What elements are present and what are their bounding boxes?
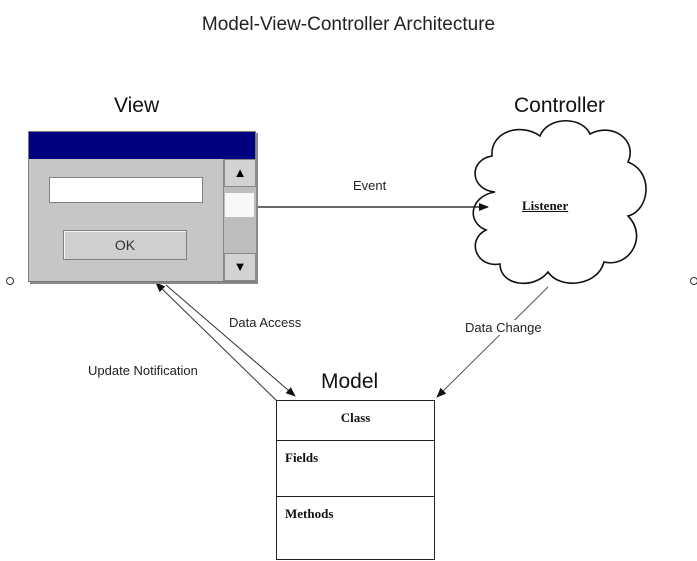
diagram-title: Model-View-Controller Architecture bbox=[0, 14, 697, 36]
update-notification-arrow bbox=[156, 283, 278, 402]
text-input[interactable] bbox=[49, 177, 203, 203]
left-handle bbox=[7, 278, 14, 285]
scroll-down-arrow-icon[interactable]: ▼ bbox=[224, 253, 256, 281]
event-edge-label: Event bbox=[353, 178, 386, 193]
window-titlebar bbox=[29, 132, 255, 159]
update-notification-edge-label: Update Notification bbox=[88, 363, 198, 378]
methods-compartment: Methods bbox=[277, 497, 434, 561]
scroll-up-arrow-icon[interactable]: ▲ bbox=[224, 159, 256, 187]
view-label: View bbox=[114, 94, 159, 118]
right-handle bbox=[691, 278, 697, 285]
vertical-scrollbar[interactable]: ▲ ▼ bbox=[223, 159, 256, 281]
data-change-arrow bbox=[437, 287, 548, 397]
class-compartment: Class bbox=[277, 401, 434, 441]
model-class-box: Class Fields Methods bbox=[276, 400, 435, 560]
controller-label: Controller bbox=[514, 94, 605, 118]
data-access-edge-label: Data Access bbox=[229, 315, 301, 330]
data-access-arrow bbox=[166, 285, 295, 396]
listener-label: Listener bbox=[522, 198, 568, 214]
fields-compartment: Fields bbox=[277, 441, 434, 497]
data-change-edge-label: Data Change bbox=[465, 320, 542, 335]
ok-button[interactable]: OK bbox=[63, 230, 187, 260]
view-window: OK ▲ ▼ bbox=[28, 131, 256, 282]
model-label: Model bbox=[321, 370, 378, 394]
scroll-thumb[interactable] bbox=[225, 193, 254, 217]
